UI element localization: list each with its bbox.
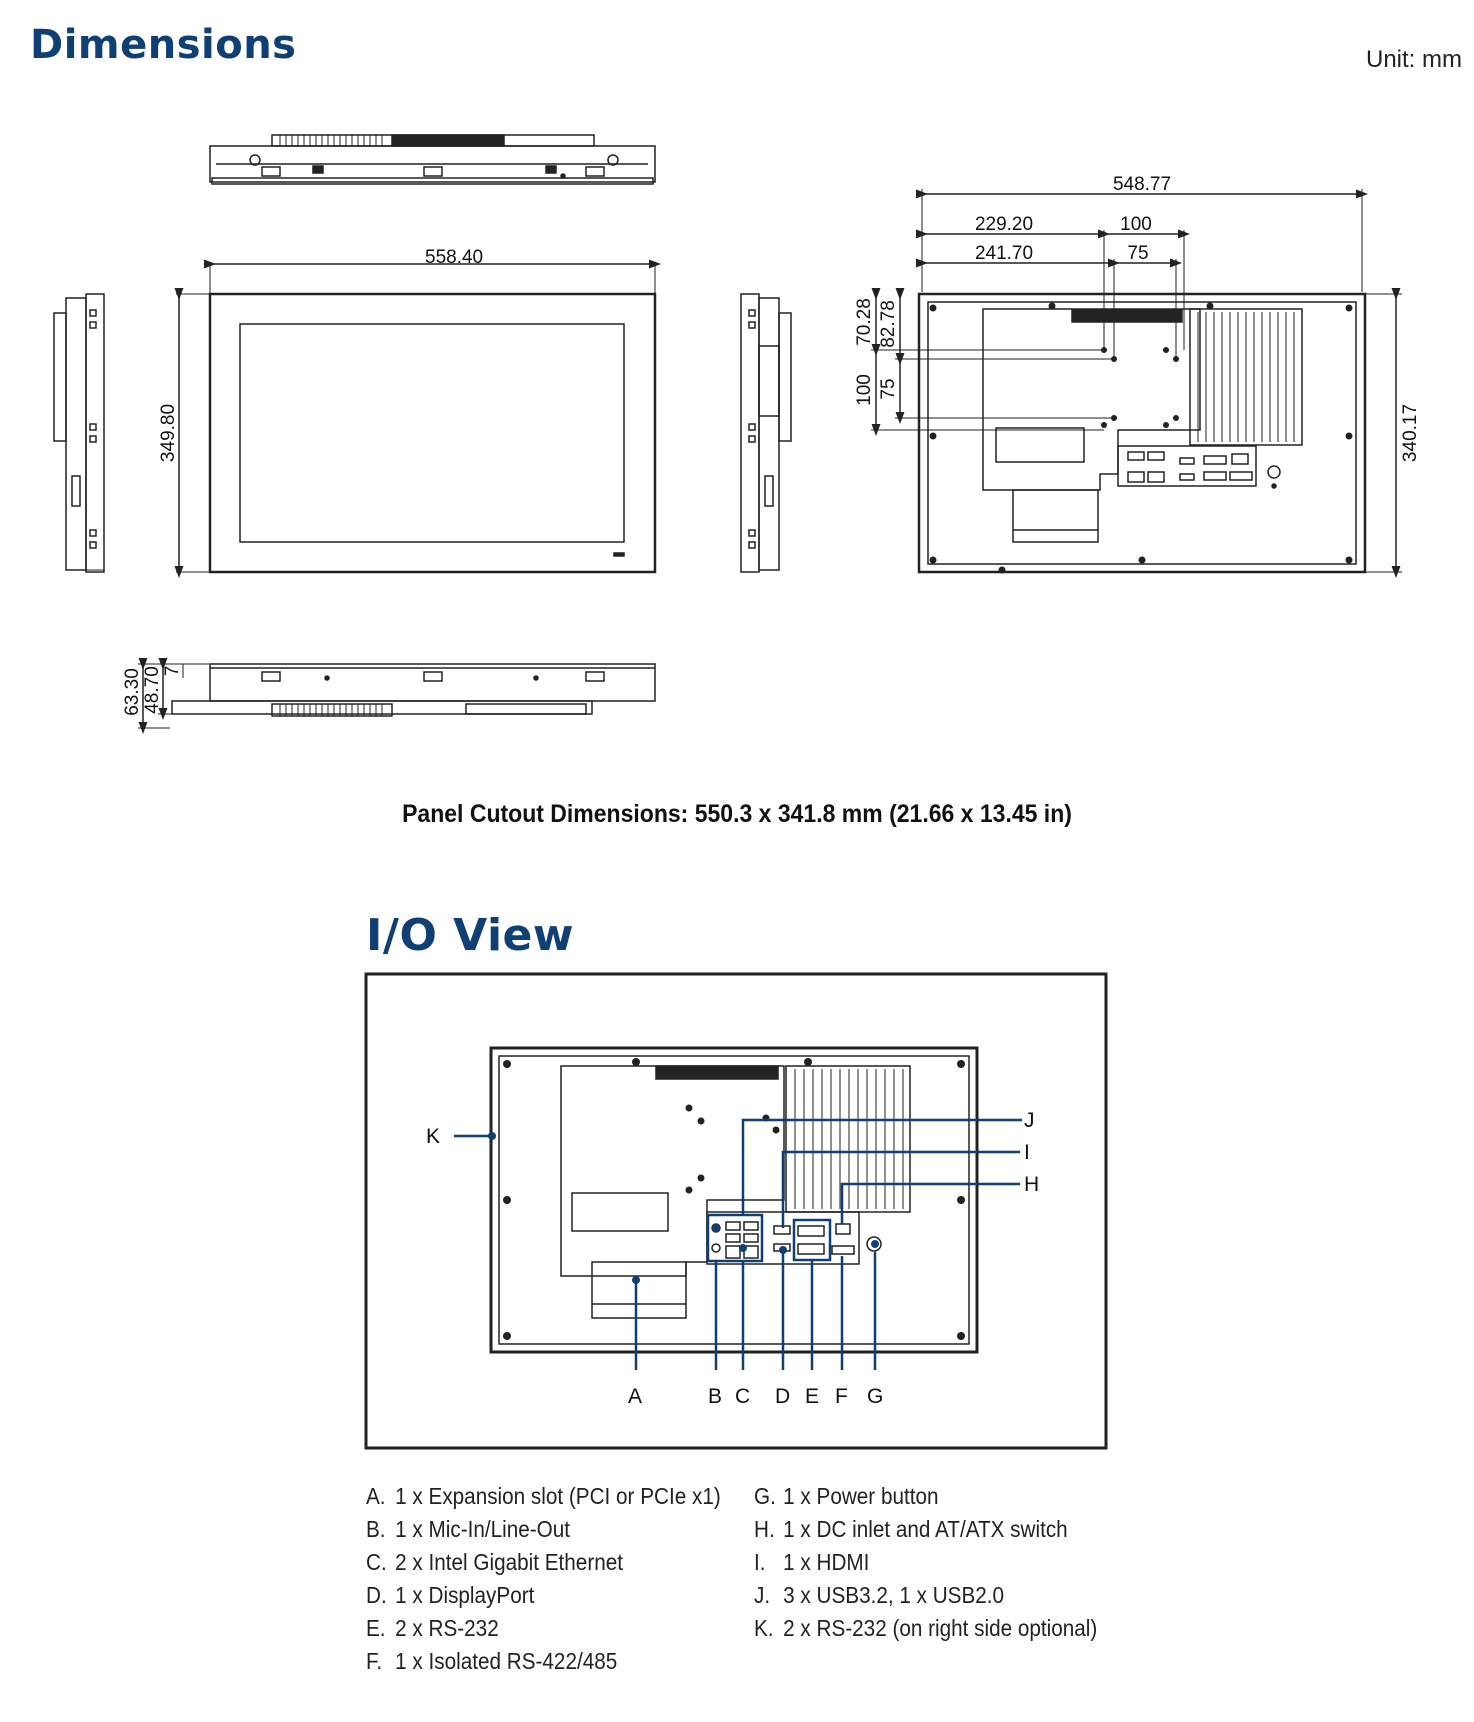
rear-vesa-c-label: 100	[854, 374, 875, 406]
rear-vesa-d-label: 75	[878, 378, 899, 399]
list-item: K. 2 x RS-232 (on right side optional)	[754, 1615, 1098, 1641]
rear-y1-label: 70.28	[854, 298, 875, 346]
io-label-h: H	[1024, 1173, 1039, 1196]
rear-x2-label: 241.70	[975, 243, 1033, 264]
front-width-label: 558.40	[425, 247, 483, 268]
right-side-view	[740, 293, 792, 573]
dimensions-title: Dimensions	[30, 22, 297, 68]
list-item: E. 2 x RS-232	[366, 1615, 499, 1641]
rear-y2-label: 82.78	[878, 300, 899, 348]
list-item: J. 3 x USB3.2, 1 x USB2.0	[754, 1582, 1005, 1608]
io-label-a: A	[628, 1385, 642, 1408]
left-side-view	[53, 293, 105, 573]
list-item: H. 1 x DC inlet and AT/ATX switch	[754, 1516, 1068, 1542]
io-view	[364, 972, 1108, 1450]
unit-label: Unit: mm	[1366, 46, 1462, 73]
depth-total-label: 63.30	[122, 668, 143, 716]
io-label-j: J	[1024, 1109, 1035, 1132]
rear-vesa-a-label: 100	[1120, 214, 1152, 235]
list-item: D. 1 x DisplayPort	[366, 1582, 535, 1608]
front-height-label: 349.80	[158, 404, 179, 462]
io-label-b: B	[708, 1385, 722, 1408]
io-label-g: G	[867, 1385, 883, 1408]
io-label-i: I	[1024, 1141, 1030, 1164]
top-view	[209, 134, 656, 185]
io-label-k: K	[426, 1125, 440, 1148]
rear-view	[871, 189, 1402, 578]
io-list-right: G. 1 x Power button H. 1 x DC inlet and …	[754, 1483, 1097, 1648]
rear-width-label: 548.77	[1113, 174, 1171, 195]
bottom-view	[138, 658, 656, 734]
io-label-c: C	[735, 1385, 750, 1408]
io-callouts	[454, 1118, 1022, 1370]
front-view	[174, 259, 661, 578]
list-item: A. 1 x Expansion slot (PCI or PCIe x1)	[366, 1483, 721, 1509]
depth-bezel-label: 7	[162, 666, 183, 677]
io-label-d: D	[775, 1385, 790, 1408]
list-item: G. 1 x Power button	[754, 1483, 939, 1509]
io-label-e: E	[805, 1385, 819, 1408]
io-label-f: F	[835, 1385, 848, 1408]
rear-vesa-b-label: 75	[1127, 243, 1148, 264]
rear-height-label: 340.17	[1400, 404, 1421, 462]
list-item: I. 1 x HDMI	[754, 1549, 870, 1575]
depth-body-label: 48.70	[142, 666, 163, 714]
panel-cutout-text: Panel Cutout Dimensions: 550.3 x 341.8 m…	[402, 800, 1072, 828]
rear-x1-label: 229.20	[975, 214, 1033, 235]
io-list-left: A. 1 x Expansion slot (PCI or PCIe x1) B…	[366, 1483, 721, 1681]
list-item: F. 1 x Isolated RS-422/485	[366, 1648, 618, 1674]
list-item: C. 2 x Intel Gigabit Ethernet	[366, 1549, 623, 1575]
list-item: B. 1 x Mic-In/Line-Out	[366, 1516, 571, 1542]
io-view-title: I/O View	[366, 910, 575, 961]
